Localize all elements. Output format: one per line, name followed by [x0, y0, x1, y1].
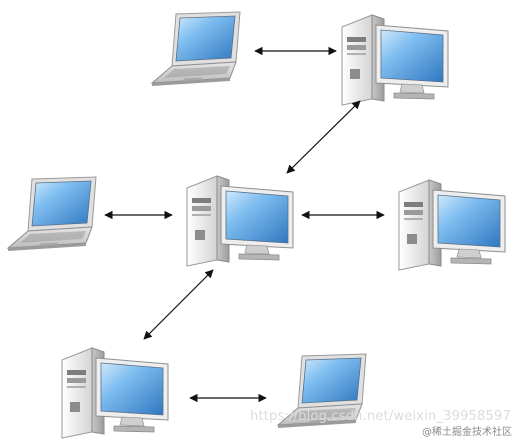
watermark-brand: @稀土掘金技术社区 [422, 427, 512, 438]
desktop-computer-icon [398, 179, 506, 271]
connection-arrow [143, 269, 214, 340]
desktop-computer-icon [341, 14, 449, 106]
watermark-url: https://blog.csdn.net/weixin_39958597 [250, 409, 511, 424]
laptop-icon [7, 176, 97, 252]
desktop-computer-icon [61, 347, 169, 439]
connection-arrow [286, 100, 361, 174]
desktop-computer-icon [186, 175, 294, 267]
laptop-icon [151, 11, 241, 87]
